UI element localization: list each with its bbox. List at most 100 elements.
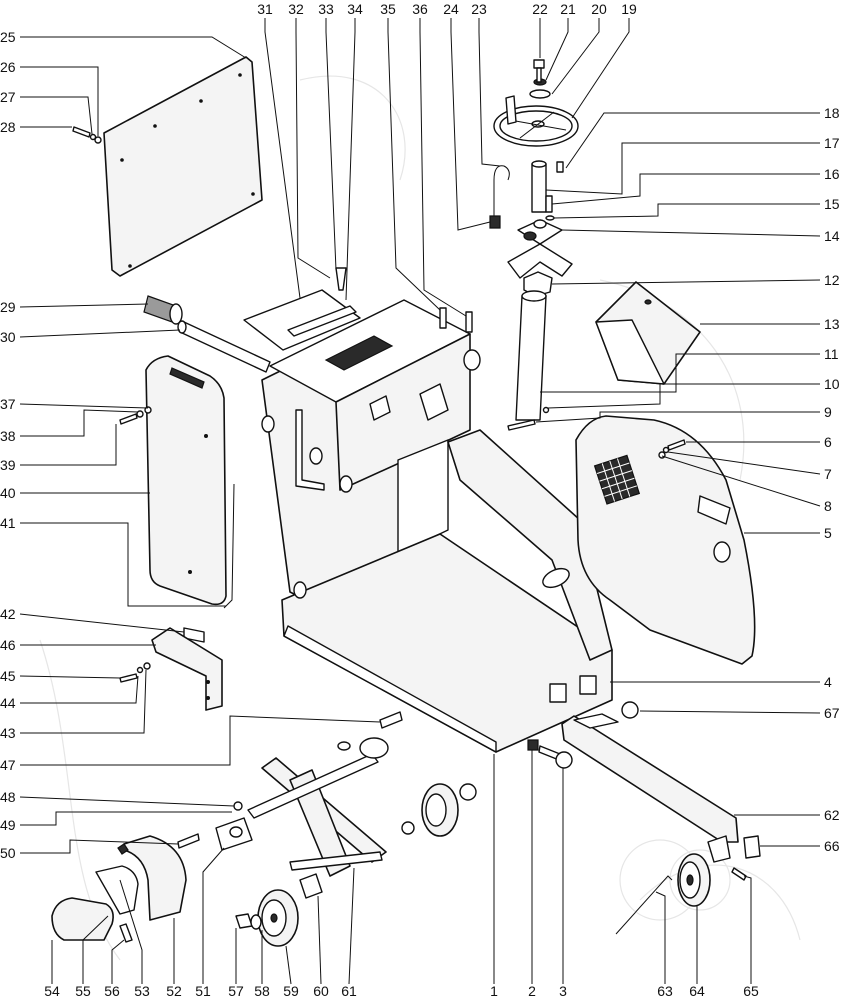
callout-61: 61 [341, 983, 357, 999]
callout-41: 41 [0, 515, 16, 531]
part-handle-grip [143, 295, 183, 325]
callout-44: 44 [0, 695, 16, 711]
part-wheel [677, 853, 711, 907]
callout-15: 15 [824, 196, 840, 212]
callout-33: 33 [318, 1, 334, 17]
callout-66: 66 [824, 838, 840, 854]
part-pulley [257, 889, 299, 947]
part-flange-screw [177, 833, 200, 849]
callout-28: 28 [0, 119, 16, 135]
part-arm [561, 713, 739, 863]
part-spindle-washer [545, 215, 555, 221]
callout-12: 12 [824, 272, 840, 288]
part-small-flange [215, 817, 253, 851]
part-spindle-bracket [507, 243, 573, 279]
part-handle-tube [177, 320, 271, 373]
callout-27: 27 [0, 89, 16, 105]
part-rod [223, 483, 235, 609]
part-bushing [621, 701, 639, 719]
callout-22: 22 [532, 1, 548, 17]
part-flange-bolt [337, 711, 403, 759]
callout-54: 54 [44, 983, 60, 999]
part-bracket [151, 627, 223, 711]
callout-42: 42 [0, 606, 16, 622]
part-guard-screw [658, 439, 686, 459]
callout-56: 56 [104, 983, 120, 999]
callout-29: 29 [0, 299, 16, 315]
callout-59: 59 [283, 983, 299, 999]
part-wheel-screw [731, 867, 747, 881]
callout-38: 38 [0, 428, 16, 444]
callout-55: 55 [75, 983, 91, 999]
part-rear-panel [103, 56, 263, 277]
part-front-cover [51, 897, 114, 941]
part-small-washer [233, 801, 243, 811]
part-side-screw [119, 406, 152, 425]
callout-21: 21 [560, 1, 576, 17]
callout-39: 39 [0, 457, 16, 473]
part-spindle [531, 160, 547, 213]
callout-10: 10 [824, 376, 840, 392]
callout-31: 31 [257, 1, 273, 17]
callout-37: 37 [0, 396, 16, 412]
callout-53: 53 [134, 983, 150, 999]
part-panel-screw [72, 126, 102, 144]
callout-5: 5 [824, 525, 832, 541]
callout-18: 18 [824, 105, 840, 121]
callout-14: 14 [824, 228, 840, 244]
callout-32: 32 [288, 1, 304, 17]
callout-23: 23 [471, 1, 487, 17]
callout-25: 25 [0, 29, 16, 45]
part-cover-screw [119, 923, 133, 943]
callout-57: 57 [228, 983, 244, 999]
callout-labels-top: 31 32 33 34 35 36 24 23 22 21 20 19 [257, 1, 637, 17]
part-arm-block [743, 835, 761, 859]
callout-30: 30 [0, 329, 16, 345]
callout-9: 9 [824, 404, 832, 420]
parts [51, 56, 761, 947]
part-shroud [595, 281, 701, 385]
part-nut [489, 215, 501, 229]
part-column-nut [523, 271, 553, 297]
part-hook [493, 165, 510, 216]
callout-36: 36 [412, 1, 428, 17]
part-spindle-screw [545, 195, 553, 213]
callout-64: 64 [689, 983, 705, 999]
part-side-panel [145, 355, 227, 606]
part-handwheel-bolt [529, 59, 551, 99]
callout-2: 2 [528, 983, 536, 999]
callout-34: 34 [347, 1, 363, 17]
callout-8: 8 [824, 498, 832, 514]
part-belt-guard [575, 415, 756, 665]
callout-26: 26 [0, 59, 16, 75]
callout-40: 40 [0, 485, 16, 501]
part-tensioner-plate [247, 753, 387, 877]
part-wheel-pin [556, 161, 564, 173]
callout-62: 62 [824, 807, 840, 823]
callout-45: 45 [0, 668, 16, 684]
callout-51: 51 [195, 983, 211, 999]
callout-17: 17 [824, 135, 840, 151]
part-pulley-nut [235, 913, 253, 929]
callout-labels-bottom: 54 55 56 53 52 51 57 58 59 60 61 1 2 3 6… [44, 983, 759, 999]
part-column-bolt [507, 419, 536, 431]
part-handwheel [493, 95, 579, 147]
leader-lines [19, 18, 821, 985]
callout-1: 1 [490, 983, 498, 999]
callout-43: 43 [0, 725, 16, 741]
part-bracket-screw [119, 662, 151, 683]
callout-7: 7 [824, 466, 832, 482]
callout-13: 13 [824, 316, 840, 332]
callout-labels-left: 25 26 27 28 29 30 37 38 39 40 41 42 46 4… [0, 29, 16, 861]
callout-16: 16 [824, 166, 840, 182]
callout-50: 50 [0, 845, 16, 861]
part-eye-bolt [527, 739, 573, 769]
callout-63: 63 [657, 983, 673, 999]
callout-60: 60 [313, 983, 329, 999]
callout-24: 24 [443, 1, 459, 17]
part-column-nut-small [542, 406, 550, 414]
callout-47: 47 [0, 757, 16, 773]
callout-35: 35 [380, 1, 396, 17]
part-lower-guard [117, 835, 187, 921]
